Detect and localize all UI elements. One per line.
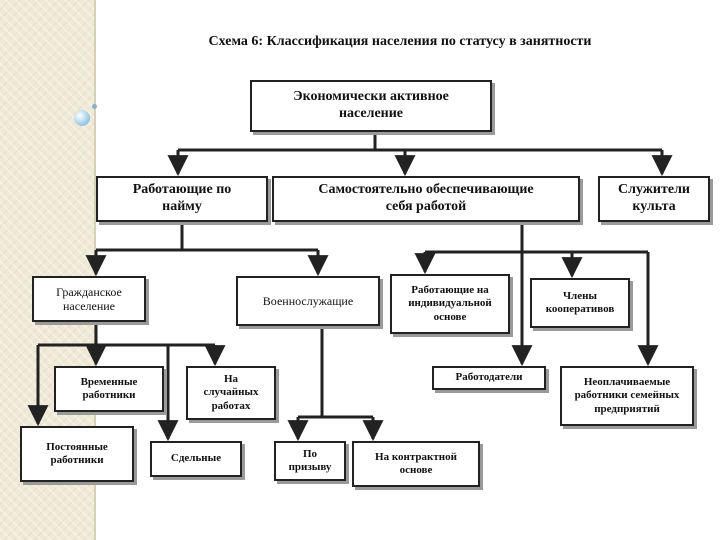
node-military: Военнослужащие (236, 276, 380, 326)
node-hired-workers: Работающие по найму (96, 176, 268, 222)
node-self-employed: Самостоятельно обеспечивающие себя работ… (272, 176, 580, 222)
node-cooperative-members: Члены кооперативов (530, 278, 630, 328)
node-economically-active: Экономически активное население (250, 80, 492, 132)
node-piecework: Сдельные (150, 441, 242, 477)
node-unpaid-family-workers: Неоплачиваемые работники семейных предпр… (560, 366, 694, 426)
node-temporary-workers: Временные работники (54, 366, 164, 412)
node-permanent-workers: Постоянные работники (20, 426, 134, 482)
decorative-dot-icon (92, 104, 97, 109)
diagram-title: Схема 6: Классификация населения по стат… (208, 34, 592, 49)
node-conscription: По призыву (274, 441, 346, 481)
decorative-bubble-icon (74, 110, 90, 126)
node-civil-population: Гражданское население (32, 276, 146, 322)
node-contract-basis: На контрактной основе (352, 441, 480, 487)
node-employers: Работодатели (432, 366, 546, 390)
node-individual-basis: Работающие на индивидуальной основе (390, 274, 510, 334)
decorative-left-strip (0, 0, 94, 540)
node-casual-work: На случайных работах (186, 366, 276, 420)
node-clergy: Служители культа (598, 176, 710, 222)
